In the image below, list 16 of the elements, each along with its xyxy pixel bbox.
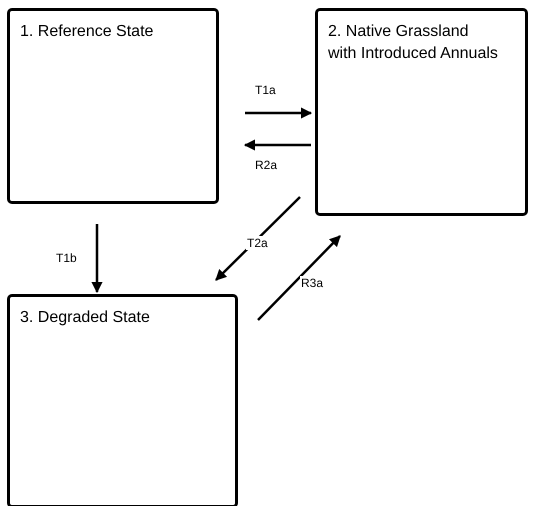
edge-label: T1b [55, 251, 78, 265]
transition-arrow [244, 139, 311, 151]
state-box [7, 294, 238, 506]
transition-arrow [91, 224, 103, 294]
transition-arrow [215, 196, 301, 281]
edge-label: R3a [300, 276, 324, 290]
edge-label: T1a [254, 83, 277, 97]
edge-label: R2a [254, 158, 278, 172]
state-box [315, 8, 528, 216]
transition-arrow [245, 107, 312, 119]
edge-label: T2a [246, 236, 269, 250]
state-box [7, 8, 219, 204]
state-title: 2. Native Grassland with Introduced Annuals [328, 22, 498, 64]
state-title: 3. Degraded State [20, 308, 151, 328]
transition-arrow [257, 235, 341, 321]
state-title: 1. Reference State [20, 22, 154, 42]
